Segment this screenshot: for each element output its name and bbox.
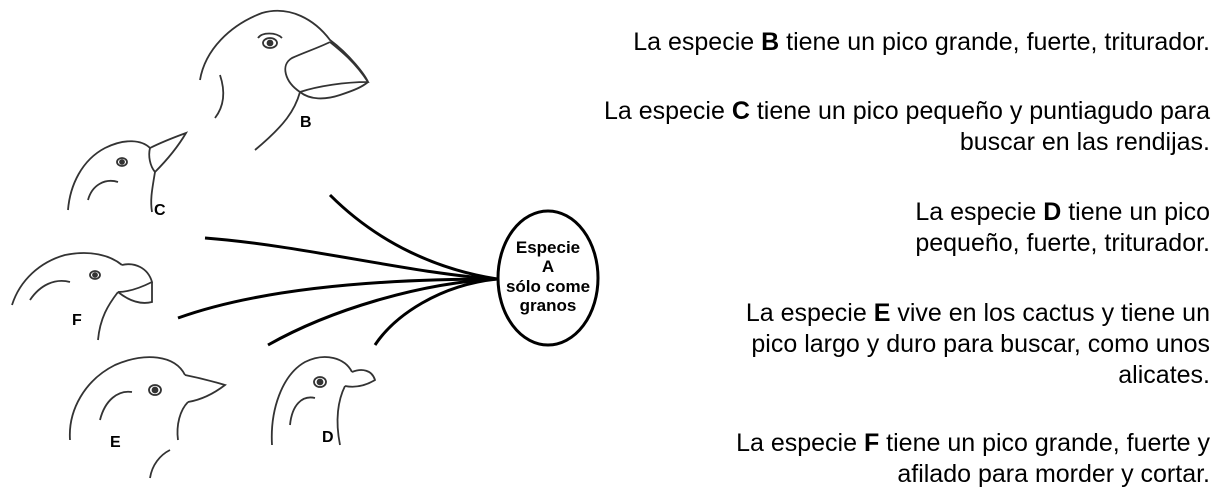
branch-to-e <box>267 277 498 347</box>
description-b-letter: B <box>761 28 780 56</box>
description-b-post: tiene un pico grande, fuerte, triturador… <box>779 28 1210 56</box>
branch-lines <box>177 193 498 347</box>
bird-d-label: D <box>322 429 334 446</box>
description-e-line-1: La especie E vive en los cactus y tiene … <box>746 298 1210 329</box>
description-e-line-2: pico largo y duro para buscar, como unos <box>751 330 1210 358</box>
description-d-line-2: pequeño, fuerte, triturador. <box>915 229 1210 257</box>
ancestor-line-2: A <box>542 257 554 276</box>
description-f-letter: F <box>863 429 880 457</box>
branch-to-f <box>177 277 498 320</box>
description-d-line-1: La especie D tiene un pico <box>915 197 1210 228</box>
description-b-pre: La especie <box>633 28 762 56</box>
description-f-post: tiene un pico grande, fuerte y <box>879 429 1210 457</box>
bird-d-sketch <box>270 356 377 446</box>
bird-e-label: E <box>110 434 121 451</box>
description-c-line-1: La especie C tiene un pico pequeño y pun… <box>604 96 1210 127</box>
ancestor-node: Especie A sólo come granos <box>496 209 600 347</box>
bird-f-label: F <box>72 312 82 329</box>
branch-to-c <box>204 236 498 281</box>
ancestor-line-4: granos <box>520 296 577 315</box>
branch-to-b <box>328 193 498 281</box>
ancestor-line-1: Especie <box>516 238 580 257</box>
description-d-post: tiene un pico <box>1061 198 1210 226</box>
branch-to-d <box>373 277 498 346</box>
description-f: La especie F tiene un pico grande, fuert… <box>736 428 1210 490</box>
description-c-letter: C <box>731 97 750 125</box>
description-f-pre: La especie <box>736 429 864 457</box>
description-d-letter: D <box>1043 198 1062 226</box>
description-e-line-3: alicates. <box>1118 361 1210 389</box>
description-e-post: vive en los cactus y tiene un <box>890 299 1210 327</box>
description-c: La especie C tiene un pico pequeño y pun… <box>604 96 1210 158</box>
bird-c-sketch <box>67 131 189 213</box>
description-e: La especie E vive en los cactus y tiene … <box>746 298 1210 391</box>
ancestor-ellipse <box>496 209 600 347</box>
description-c-line-2: buscar en las rendijas. <box>959 128 1210 156</box>
bird-b-label: B <box>300 114 312 131</box>
bird-e-sketch <box>69 356 227 479</box>
description-b: La especie B tiene un pico grande, fuert… <box>633 27 1210 58</box>
bird-b-sketch <box>199 9 370 151</box>
bird-c-label: C <box>154 202 166 219</box>
description-c-post: tiene un pico pequeño y puntiagudo para <box>749 97 1210 125</box>
bird-f-sketch <box>11 252 154 341</box>
ancestor-line-3: sólo come <box>506 277 590 296</box>
description-d: La especie D tiene un pico pequeño, fuer… <box>915 197 1210 259</box>
description-f-line-1: La especie F tiene un pico grande, fuert… <box>736 428 1210 459</box>
description-d-pre: La especie <box>915 198 1044 226</box>
description-f-line-2: afilado para morder y cortar. <box>897 460 1210 488</box>
description-e-pre: La especie <box>745 299 874 327</box>
description-e-letter: E <box>873 299 891 327</box>
description-c-pre: La especie <box>603 97 732 125</box>
